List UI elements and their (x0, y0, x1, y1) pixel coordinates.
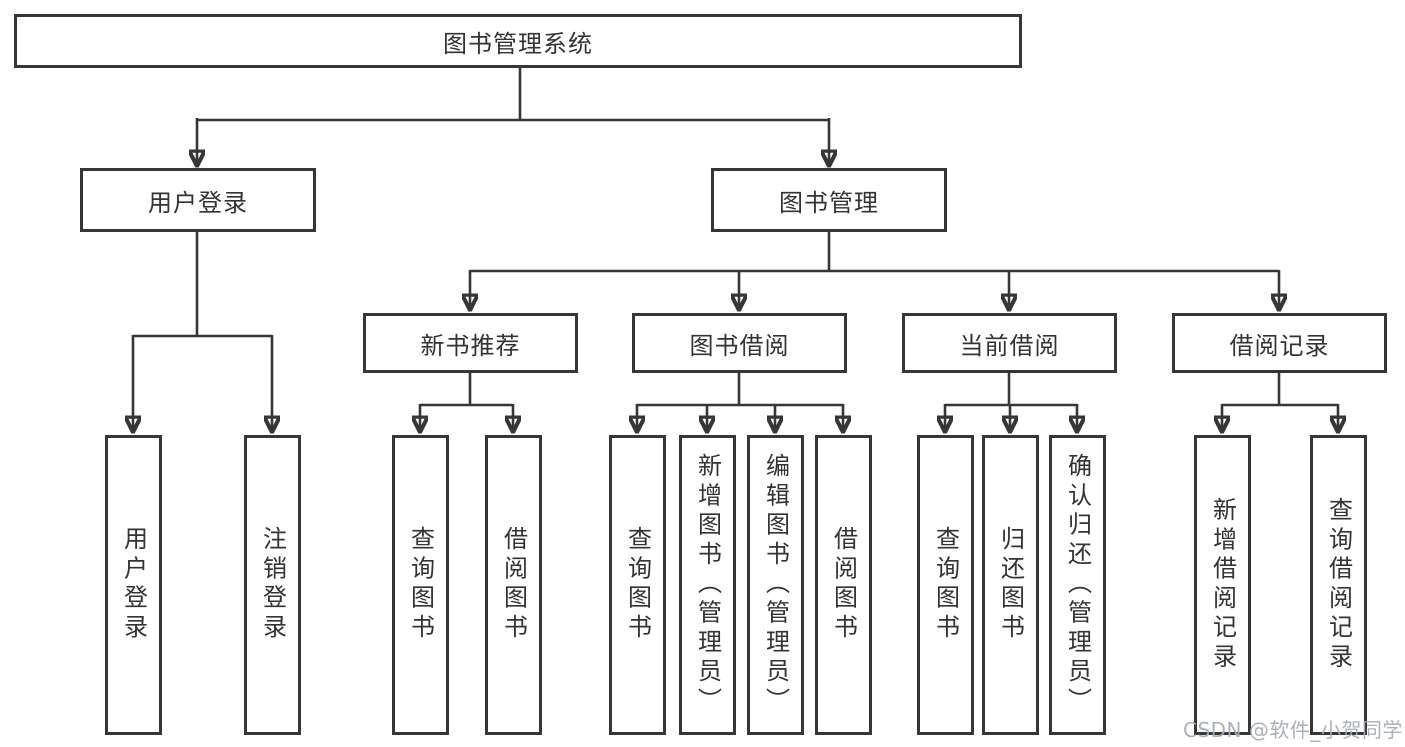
node-logout-leaf-label: 注销登录 (258, 526, 287, 644)
node-new-book-recommend-label: 新书推荐 (420, 331, 521, 360)
node-add-borrow-record-label: 新增借阅记录 (1208, 497, 1237, 673)
node-library-system-label: 图书管理系统 (443, 29, 593, 58)
node-user-login-label: 用户登录 (148, 188, 248, 217)
node-add-borrow-record: 新增借阅记录 (1194, 435, 1251, 735)
node-query-books-current-label: 查询图书 (931, 526, 960, 644)
node-edit-book-admin-label: 编辑图书（管理员） (761, 453, 790, 717)
node-confirm-return-admin-label: 确认归还（管理员） (1063, 453, 1092, 717)
node-user-login-leaf-label: 用户登录 (119, 526, 148, 644)
node-borrow-books-borrowing-label: 借阅图书 (829, 526, 858, 644)
node-borrow-records-label: 借阅记录 (1229, 331, 1330, 360)
node-return-books-label: 归还图书 (996, 526, 1025, 644)
node-borrow-books-borrowing: 借阅图书 (815, 435, 872, 735)
node-confirm-return-admin: 确认归还（管理员） (1049, 435, 1106, 735)
node-new-book-recommend: 新书推荐 (363, 313, 578, 373)
node-query-books-recommend: 查询图书 (392, 435, 449, 735)
node-edit-book-admin: 编辑图书（管理员） (747, 435, 804, 735)
node-user-login: 用户登录 (80, 168, 316, 232)
node-borrow-records: 借阅记录 (1172, 313, 1387, 373)
node-query-books-borrowing-label: 查询图书 (623, 526, 652, 644)
node-book-management-label: 图书管理 (779, 188, 879, 217)
node-user-login-leaf: 用户登录 (105, 435, 162, 735)
node-book-management: 图书管理 (711, 168, 947, 232)
node-query-books-current: 查询图书 (917, 435, 974, 735)
node-logout-leaf: 注销登录 (244, 435, 301, 735)
node-query-borrow-record: 查询借阅记录 (1310, 435, 1367, 735)
node-add-book-admin-label: 新增图书（管理员） (693, 453, 722, 717)
node-current-borrowing-label: 当前借阅 (959, 331, 1060, 360)
node-current-borrowing: 当前借阅 (902, 313, 1117, 373)
node-library-system: 图书管理系统 (14, 14, 1022, 68)
node-book-borrowing: 图书借阅 (632, 313, 847, 373)
node-return-books: 归还图书 (982, 435, 1039, 735)
node-query-books-recommend-label: 查询图书 (406, 526, 435, 644)
node-borrow-books-recommend-label: 借阅图书 (499, 526, 528, 644)
node-borrow-books-recommend: 借阅图书 (485, 435, 542, 735)
csdn-watermark: CSDN @软件_小贺同学 (1183, 718, 1403, 742)
node-add-book-admin: 新增图书（管理员） (679, 435, 736, 735)
node-query-books-borrowing: 查询图书 (609, 435, 666, 735)
node-query-borrow-record-label: 查询借阅记录 (1324, 497, 1353, 673)
node-book-borrowing-label: 图书借阅 (689, 331, 790, 360)
